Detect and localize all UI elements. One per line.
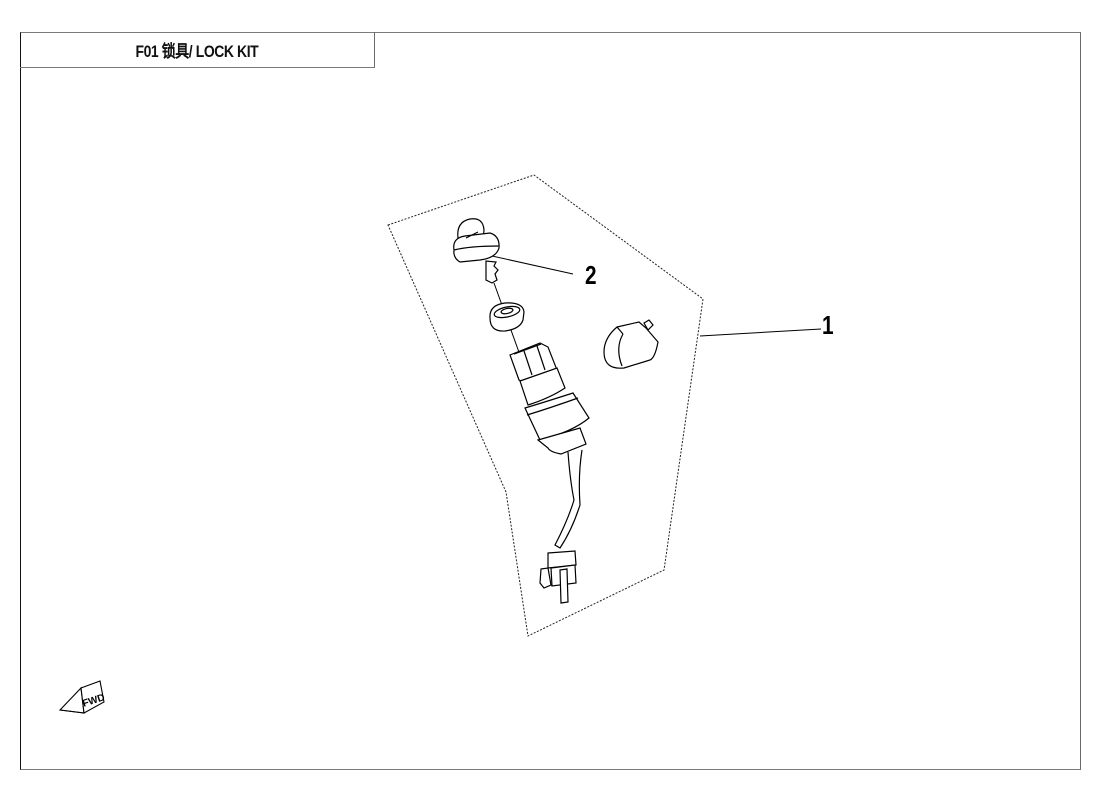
leader-line-1 (699, 328, 822, 337)
washer-icon (489, 302, 525, 332)
forward-arrow-icon: FWD (58, 680, 106, 714)
lock-cylinder-icon (509, 342, 590, 604)
title-box: F01 锁具/ LOCK KIT (20, 32, 375, 68)
page-title: F01 锁具/ LOCK KIT (135, 42, 259, 61)
drawing-frame (20, 32, 1081, 770)
leader-line-2 (482, 253, 574, 275)
callout-2: 2 (585, 260, 597, 290)
kit-outline (387, 174, 704, 637)
callout-1: 1 (822, 310, 834, 340)
lock-cap-icon (603, 319, 659, 369)
key-icon (453, 218, 521, 356)
